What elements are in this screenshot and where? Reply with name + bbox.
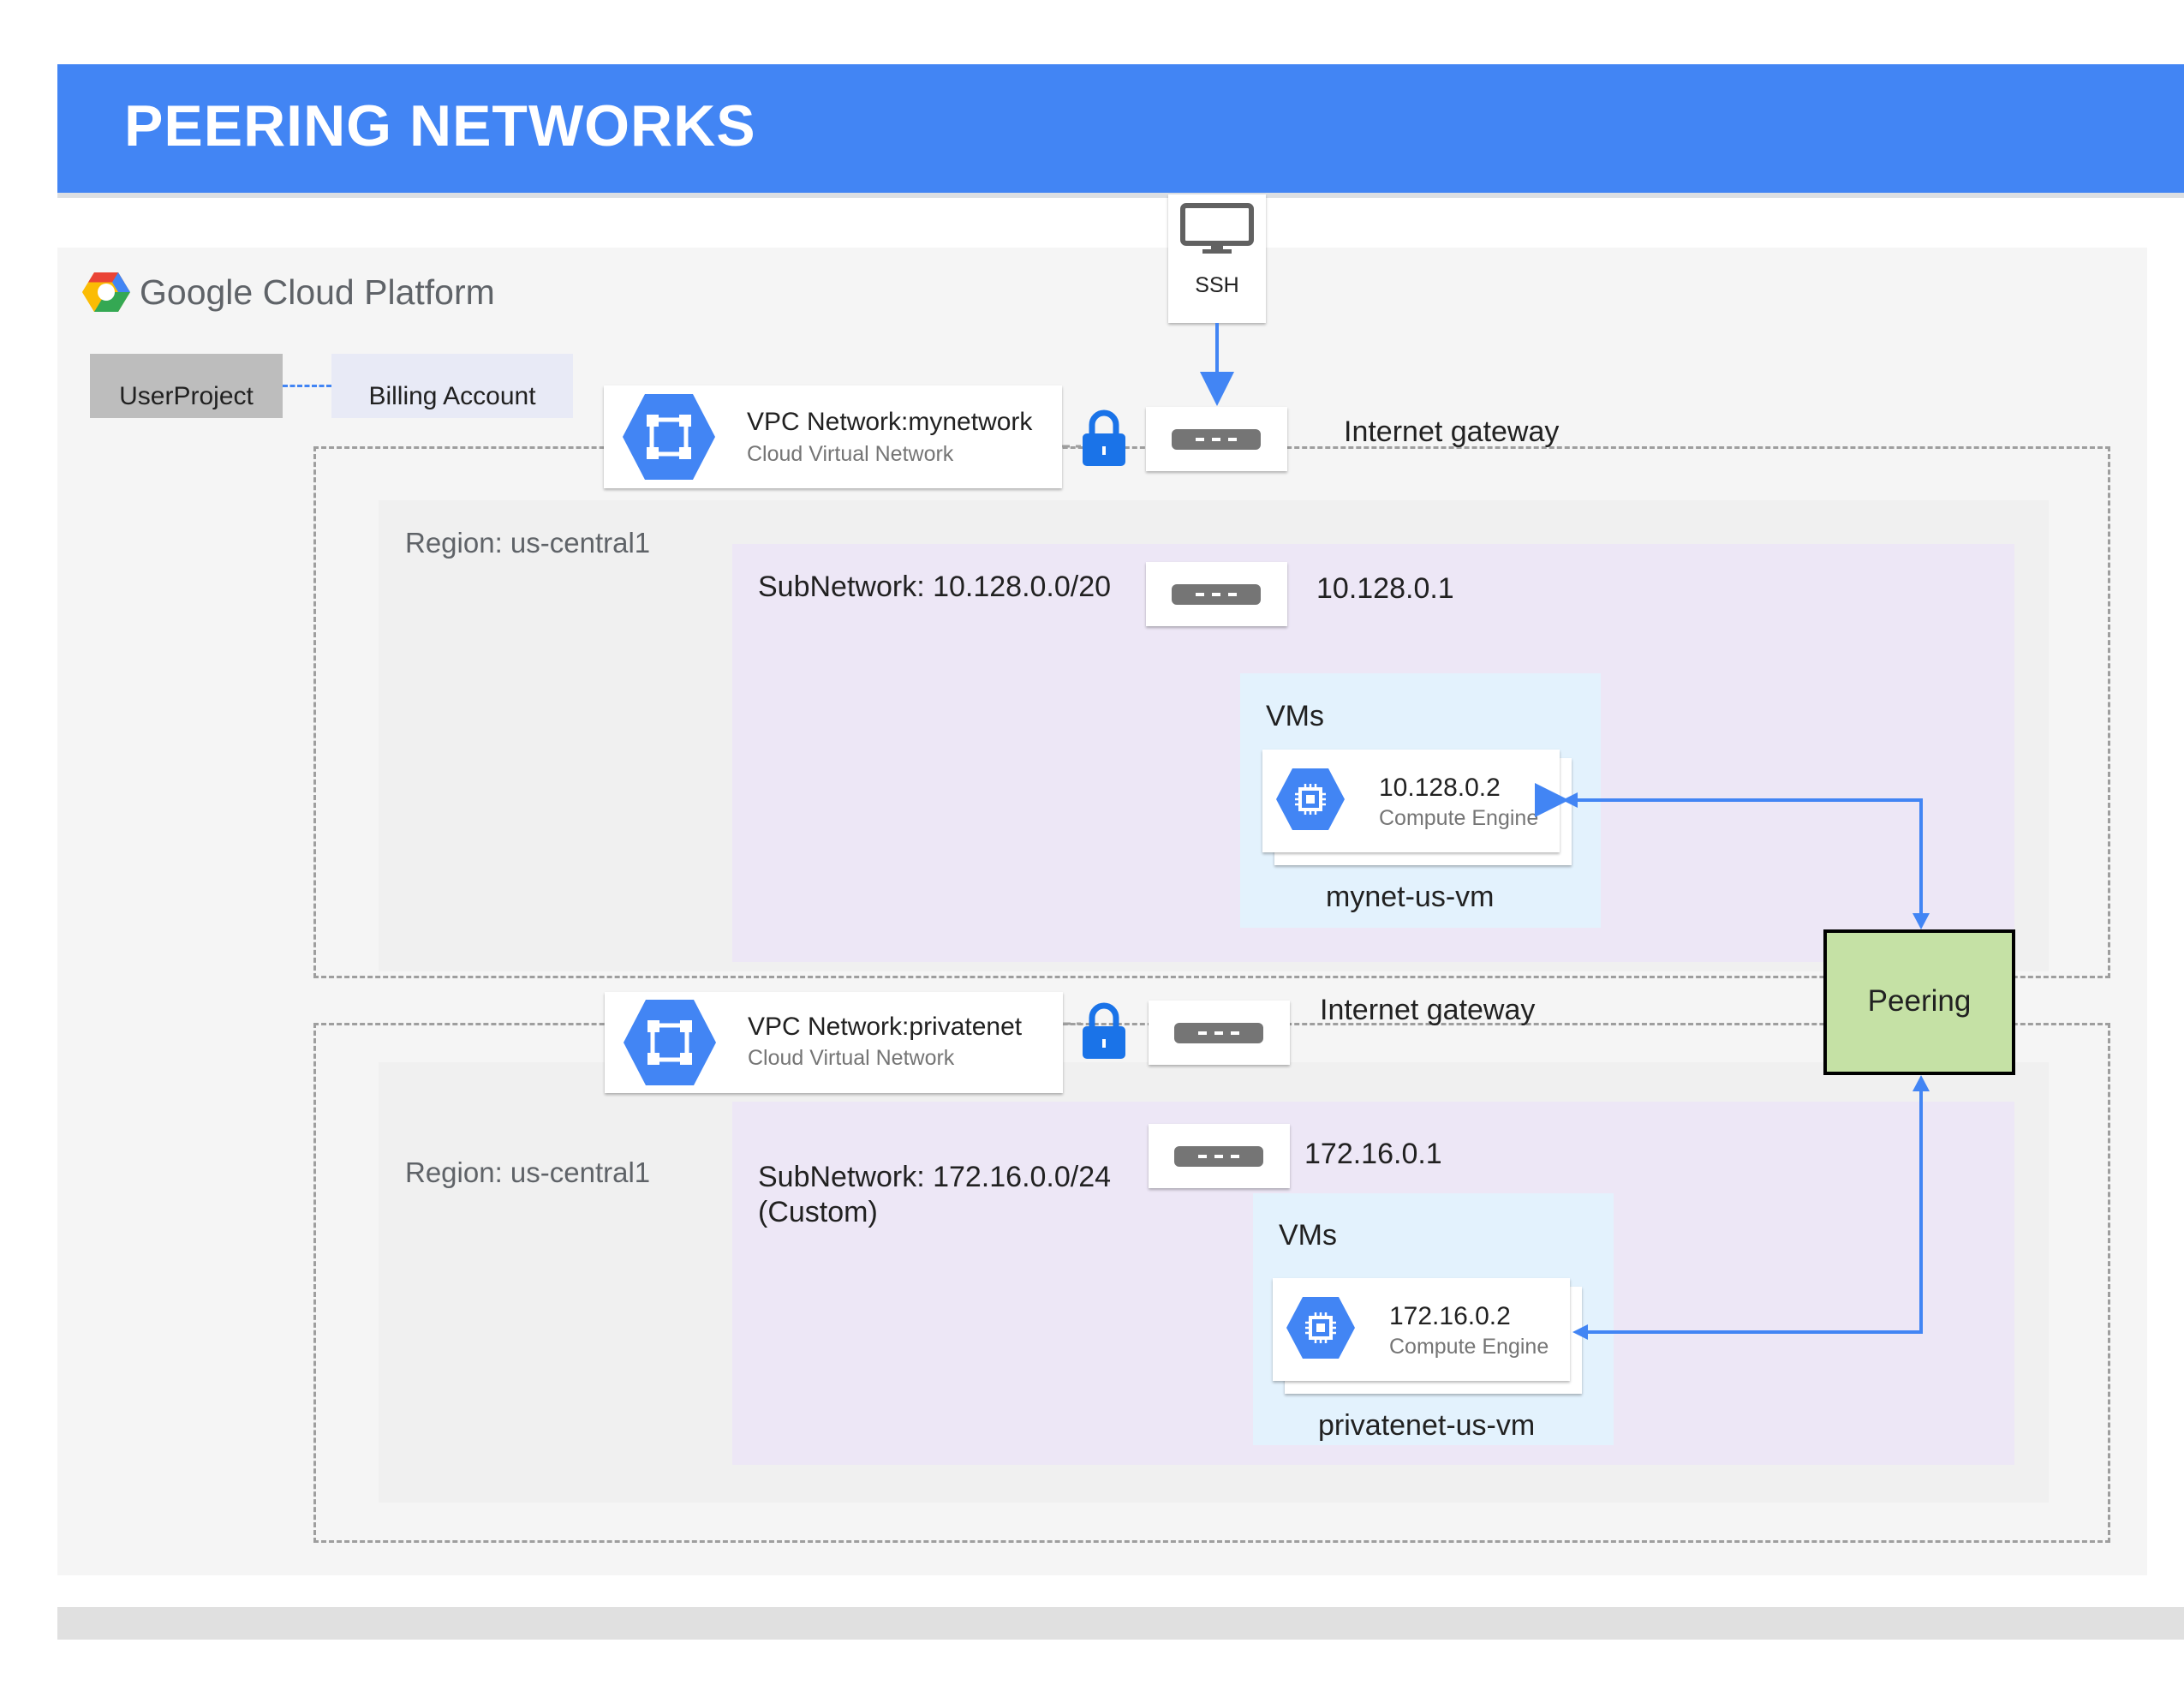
internet-gateway-card-mynetwork <box>1146 407 1287 471</box>
subnet-mode-privatenet: (Custom) <box>758 1196 878 1228</box>
header-divider <box>57 193 2184 198</box>
gcp-wordmark: Google Cloud Platform <box>140 272 495 312</box>
cloud-virtual-network-icon <box>623 394 715 480</box>
subnet-label-privatenet: SubNetwork: 172.16.0.0/24 (Custom) <box>758 1160 1111 1230</box>
internet-gateway-card-privatenet <box>1149 1001 1290 1065</box>
arrowhead-peering-bottom <box>1912 1075 1930 1091</box>
vm-type-mynet: Compute Engine <box>1379 806 1539 830</box>
header-banner <box>57 64 2184 193</box>
billing-account-label: Billing Account <box>368 382 536 410</box>
vpc-title-mynetwork: VPC Network:mynetwork <box>747 408 1033 436</box>
cloud-virtual-network-icon <box>624 1000 716 1085</box>
vms-label-privatenet: VMs <box>1279 1219 1337 1252</box>
vpc-subtitle-mynetwork: Cloud Virtual Network <box>747 442 954 466</box>
vm-ip-mynet: 10.128.0.2 <box>1379 774 1501 802</box>
vpc-card-mynetwork: VPC Network:mynetwork Cloud Virtual Netw… <box>604 385 1062 488</box>
page-title: PEERING NETWORKS <box>124 93 756 158</box>
mynet-peering-link <box>1562 798 1923 925</box>
vm-ip-privatenet: 172.16.0.2 <box>1389 1302 1511 1330</box>
vpc-title-privatenet: VPC Network:privatenet <box>748 1013 1023 1041</box>
internet-gateway-label-privatenet: Internet gateway <box>1320 994 1536 1026</box>
vpc-subtitle-privatenet: Cloud Virtual Network <box>748 1046 955 1070</box>
gateway-icon <box>1174 1146 1263 1167</box>
subnet-cidr-privatenet: SubNetwork: 172.16.0.0/24 <box>758 1161 1112 1193</box>
lock-icon <box>1083 409 1125 466</box>
gateway-icon <box>1172 584 1261 605</box>
gateway-icon <box>1174 1023 1263 1043</box>
user-project-box: UserProject <box>90 354 283 418</box>
footer-bar <box>57 1607 2184 1640</box>
peering-label: Peering <box>1867 984 1972 1018</box>
arrowhead-privatenet-vm <box>1572 1324 1588 1340</box>
arrowhead-mynet-vm <box>1562 792 1578 808</box>
lock-icon <box>1083 1002 1125 1059</box>
ssh-client-card: SSH <box>1168 194 1266 323</box>
region-label-privatenet: Region: us-central1 <box>405 1156 651 1188</box>
user-project-label: UserProject <box>119 382 254 410</box>
gateway-icon <box>1172 429 1261 450</box>
compute-engine-icon <box>1286 1297 1355 1359</box>
privatenet-peering-link <box>1584 1081 1923 1334</box>
project-billing-link <box>283 385 331 387</box>
subnet-gateway-ip-mynetwork: 10.128.0.1 <box>1316 572 1454 605</box>
monitor-icon <box>1180 203 1254 254</box>
vm-name-mynet: mynet-us-vm <box>1326 881 1495 913</box>
subnet-gateway-ip-privatenet: 172.16.0.1 <box>1304 1138 1442 1170</box>
ssh-label: SSH <box>1195 273 1239 297</box>
vm-name-privatenet: privatenet-us-vm <box>1318 1409 1536 1442</box>
subnet-gateway-card-privatenet <box>1149 1124 1290 1188</box>
peering-box: Peering <box>1823 929 2015 1075</box>
subnet-label-mynetwork: SubNetwork: 10.128.0.0/20 <box>758 571 1112 603</box>
vpc-card-privatenet: VPC Network:privatenet Cloud Virtual Net… <box>605 992 1063 1093</box>
subnet-gateway-card-mynetwork <box>1146 562 1287 626</box>
internet-gateway-label-mynetwork: Internet gateway <box>1344 415 1560 448</box>
vm-card-privatenet: 172.16.0.2 Compute Engine <box>1273 1278 1570 1381</box>
arrowhead-peering-top <box>1912 913 1930 929</box>
region-label-mynetwork: Region: us-central1 <box>405 527 651 559</box>
vms-label-mynetwork: VMs <box>1266 700 1324 732</box>
billing-account-box: Billing Account <box>331 354 573 418</box>
google-cloud-hexagon-icon <box>82 272 130 312</box>
compute-engine-icon <box>1276 768 1345 830</box>
vm-type-privatenet: Compute Engine <box>1389 1335 1549 1359</box>
vm-card-mynet: 10.128.0.2 Compute Engine <box>1262 750 1560 852</box>
